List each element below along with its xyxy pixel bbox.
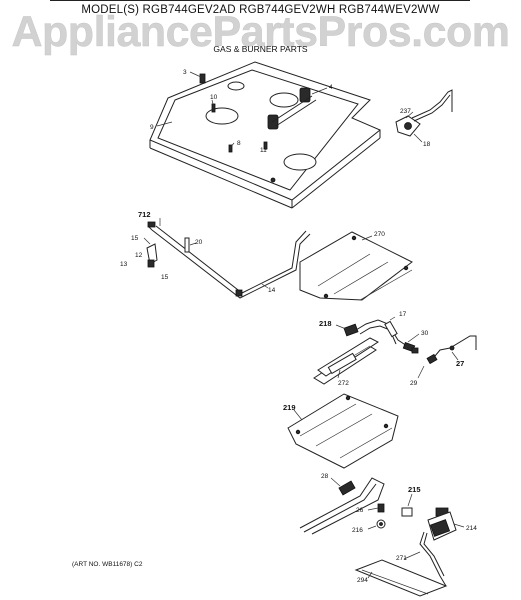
callout-712: 712 (138, 210, 151, 219)
callout-4: 4 (329, 84, 333, 91)
callout-12: 12 (135, 252, 143, 259)
callout-294: 294 (357, 577, 368, 584)
heat-shield-219 (287, 393, 399, 469)
callout-15b: 15 (161, 274, 169, 281)
callout-8: 8 (237, 140, 241, 147)
callout-9: 9 (150, 124, 154, 131)
broil-burner-assembly (299, 477, 457, 597)
valve-bracket-assembly (395, 89, 453, 137)
callout-11: 11 (260, 147, 267, 154)
callout-27: 27 (456, 359, 464, 368)
callout-18: 18 (423, 141, 431, 148)
manifold-pipe (146, 221, 311, 299)
callout-30: 30 (421, 330, 429, 337)
callout-10: 10 (210, 94, 218, 101)
callout-20: 20 (195, 239, 203, 246)
callout-218: 218 (319, 319, 332, 328)
art-number: (ART NO. WB11678) C2 (72, 561, 143, 568)
burner-box-assembly (149, 61, 381, 209)
callout-17: 17 (399, 311, 407, 318)
callout-14: 14 (268, 287, 276, 294)
top-rule (50, 0, 470, 1)
heat-shield-270 (299, 231, 413, 301)
callout-215: 215 (408, 485, 421, 494)
bake-burner-assembly (313, 319, 477, 385)
callout-15a: 15 (131, 235, 139, 242)
watermark: AppliancePartsPros.com (11, 8, 510, 56)
callout-26: 26 (356, 507, 364, 514)
section-title: GAS & BURNER PARTS (213, 44, 308, 54)
callout-237: 237 (400, 108, 411, 115)
callout-272: 272 (338, 380, 349, 387)
callout-219: 219 (283, 403, 296, 412)
callout-3: 3 (183, 69, 187, 76)
callout-214: 214 (466, 525, 477, 532)
callout-13: 13 (120, 261, 128, 268)
callout-216: 216 (352, 527, 363, 534)
callout-28: 28 (321, 473, 329, 480)
callout-29: 29 (410, 380, 418, 387)
callout-271: 271 (396, 555, 407, 562)
model-line: MODEL(S) RGB744GEV2AD RGB744GEV2WH RGB74… (81, 4, 440, 16)
callout-270: 270 (374, 231, 385, 238)
